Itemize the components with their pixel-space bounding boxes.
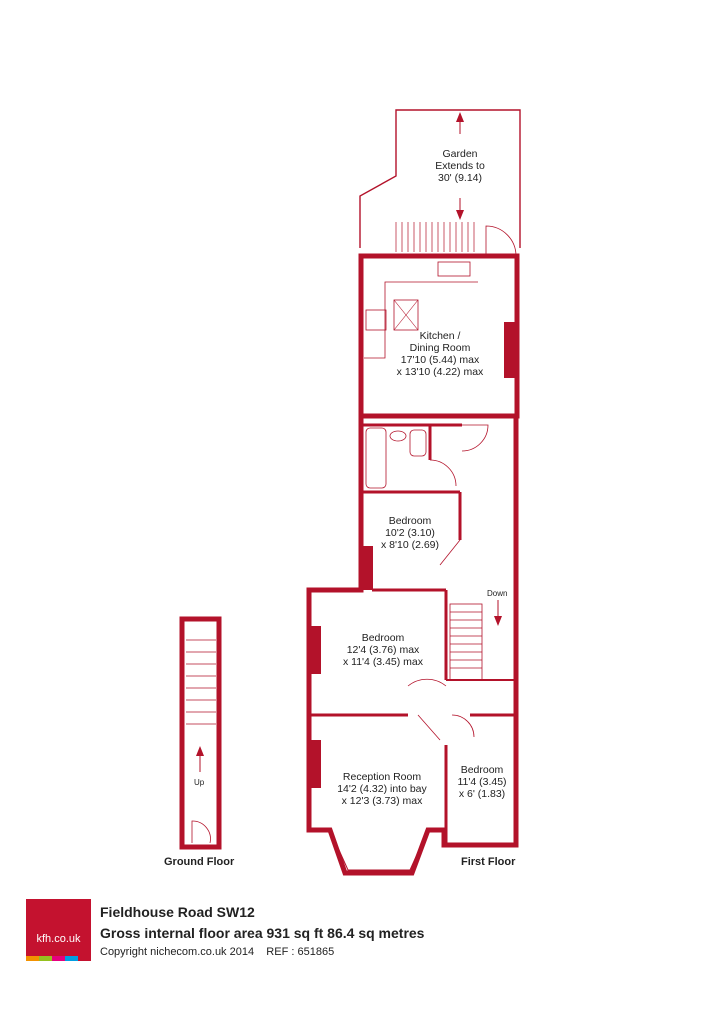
door-bedroom2 xyxy=(407,678,447,687)
garden-label: Garden Extends to 30' (9.14) xyxy=(435,148,485,184)
kitchen-walls xyxy=(358,253,520,419)
kfh-logo: kfh.co.uk xyxy=(26,899,91,956)
stairs-down-label: Down xyxy=(487,589,508,598)
bedroom1-label: Bedroom 10'2 (3.10) x 8'10 (2.69) xyxy=(380,515,440,551)
bay-window xyxy=(329,829,429,871)
bathtub xyxy=(365,427,387,489)
ground-floor-door xyxy=(191,820,211,844)
chimney-breast-reception xyxy=(309,740,321,788)
reception-label: Reception Room 14'2 (4.32) into bay x 12… xyxy=(337,771,427,807)
kitchen-sink xyxy=(437,261,471,277)
ground-floor-stairwell xyxy=(179,616,222,850)
door-bedroom3 xyxy=(451,714,475,738)
main-outer-wall xyxy=(306,416,519,876)
kitchen-worktop xyxy=(364,281,478,359)
chimney-breast-bedroom1 xyxy=(361,546,373,590)
bedroom3-label: Bedroom 11'4 (3.45) x 6' (1.83) xyxy=(457,764,507,800)
door-kitchen xyxy=(461,424,489,452)
hob xyxy=(365,309,387,331)
door-bedroom1 xyxy=(439,539,461,566)
wash-basin xyxy=(389,430,407,442)
skylight xyxy=(393,299,419,331)
logo-color-strip xyxy=(26,956,91,961)
bedroom2-label: Bedroom 12'4 (3.76) max x 11'4 (3.45) ma… xyxy=(342,632,423,668)
ground-floor-label: Ground Floor xyxy=(164,856,235,868)
first-floor-label: First Floor xyxy=(461,856,516,868)
stairs-first-floor xyxy=(449,603,483,681)
door-reception xyxy=(417,714,441,741)
garden-boundary xyxy=(359,109,521,248)
toilet xyxy=(409,429,427,457)
property-title: Fieldhouse Road SW12 xyxy=(100,904,255,920)
logo-text: kfh.co.uk xyxy=(36,933,81,945)
stairs-up-label: Up xyxy=(194,778,205,787)
stair-treads xyxy=(186,222,482,725)
chimney-breast-kitchen xyxy=(504,322,516,378)
floor-area: Gross internal floor area 931 sq ft 86.4… xyxy=(100,925,425,941)
copyright-ref: Copyright nichecom.co.uk 2014 REF : 6518… xyxy=(100,946,335,958)
chimney-breast-bedroom2 xyxy=(309,626,321,674)
garden-door xyxy=(485,225,517,257)
door-bath xyxy=(429,459,457,487)
kitchen-label: Kitchen / Dining Room 17'10 (5.44) max x… xyxy=(396,330,484,378)
